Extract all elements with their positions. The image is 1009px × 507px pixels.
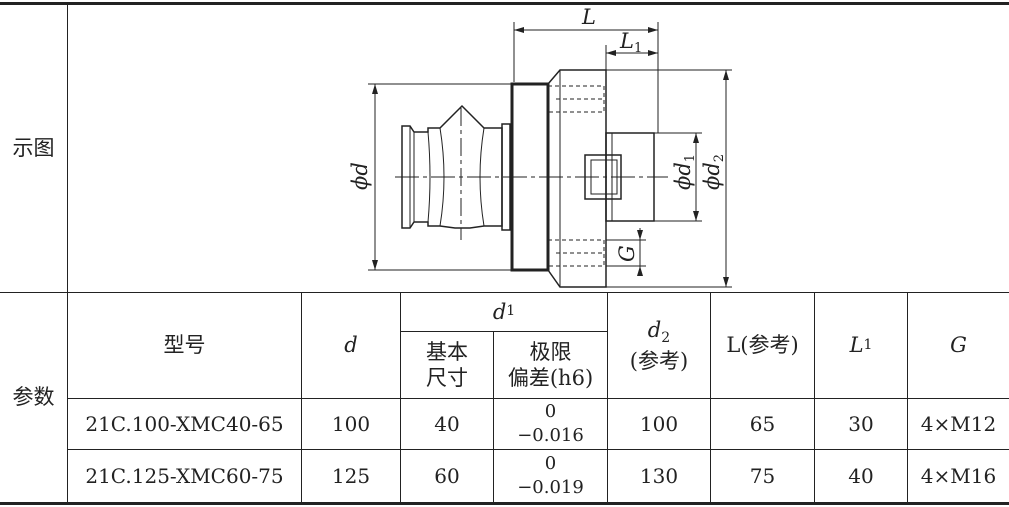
header-d2-sub: 2	[661, 330, 671, 347]
header-d1-tol: 极限 偏差(h6)	[494, 332, 607, 398]
figure-row-label: 示图	[12, 135, 55, 160]
header-L1-symbol: L	[849, 333, 864, 358]
header-d2: d2 (参考)	[608, 293, 710, 398]
row1-d1-basic: 40	[434, 411, 460, 436]
params-row-label: 参数	[12, 385, 55, 410]
row1-G: 4×M12	[920, 411, 997, 436]
row2-L1: 40	[848, 463, 874, 488]
header-bottom-line	[67, 398, 1009, 399]
col-line-2	[400, 292, 401, 503]
row2-d1-basic: 60	[434, 463, 460, 488]
row1-L1: 30	[848, 411, 874, 436]
header-L: L(参考)	[726, 333, 799, 358]
row2-model: 21C.125-XMC60-75	[85, 463, 284, 488]
header-d1-tol-line2: 偏差(h6)	[507, 366, 594, 390]
col-line-5	[710, 292, 711, 503]
col-line-7	[907, 292, 908, 503]
dim-G-label: G	[615, 245, 639, 262]
dim-d2-label: ϕd2	[700, 154, 727, 190]
row1-L: 65	[749, 411, 776, 436]
row2-tol-lower: −0.019	[517, 477, 584, 498]
row1-d2: 100	[639, 411, 679, 436]
row2-tol-upper: 0	[544, 452, 557, 474]
header-d: d	[344, 333, 358, 358]
figure-bottom-line	[0, 292, 1009, 293]
header-d1-tol-line1: 极限	[529, 339, 572, 364]
dim-d1-label: ϕd1	[671, 154, 698, 190]
dim-d-label: ϕd	[348, 162, 372, 190]
header-L1-sub: 1	[863, 336, 873, 353]
header-G: G	[950, 333, 967, 358]
header-d2-symbol: d	[647, 318, 662, 343]
label-column-line	[67, 4, 68, 503]
row2-d: 125	[331, 463, 371, 488]
bottom-rule	[0, 502, 1009, 505]
technical-drawing: L L1 ϕd ϕd1 ϕd2 G	[348, 5, 732, 288]
dim-L-label: L	[581, 5, 596, 29]
row2-L: 75	[749, 463, 776, 488]
row1-tol-lower: −0.016	[517, 425, 584, 446]
row1-d1-tol: 0 −0.016	[494, 399, 607, 449]
header-d2-note: (参考)	[629, 348, 689, 373]
header-d1-symbol: d	[492, 299, 507, 324]
col-line-3	[493, 331, 494, 503]
row2-d2: 130	[639, 463, 679, 488]
row2-G: 4×M16	[920, 463, 997, 488]
row-divider-line	[67, 449, 1009, 450]
row1-model: 21C.100-XMC40-65	[85, 411, 284, 436]
col-line-6	[814, 292, 815, 503]
header-d1-basic-line2: 尺寸	[426, 366, 468, 390]
row2-d1-tol: 0 −0.019	[494, 450, 607, 502]
row1-tol-upper: 0	[544, 400, 557, 422]
d1-header-line	[400, 331, 607, 332]
header-d1-basic-line1: 基本	[426, 339, 468, 364]
top-rule	[0, 2, 1009, 5]
header-d1-basic: 基本 尺寸	[401, 332, 493, 398]
header-d1-sub: 1	[506, 303, 516, 320]
header-model: 型号	[163, 333, 206, 358]
col-line-4	[607, 292, 608, 503]
col-line-1	[301, 292, 302, 503]
row1-d: 100	[331, 411, 371, 436]
dim-L1-label: L1	[619, 29, 642, 56]
